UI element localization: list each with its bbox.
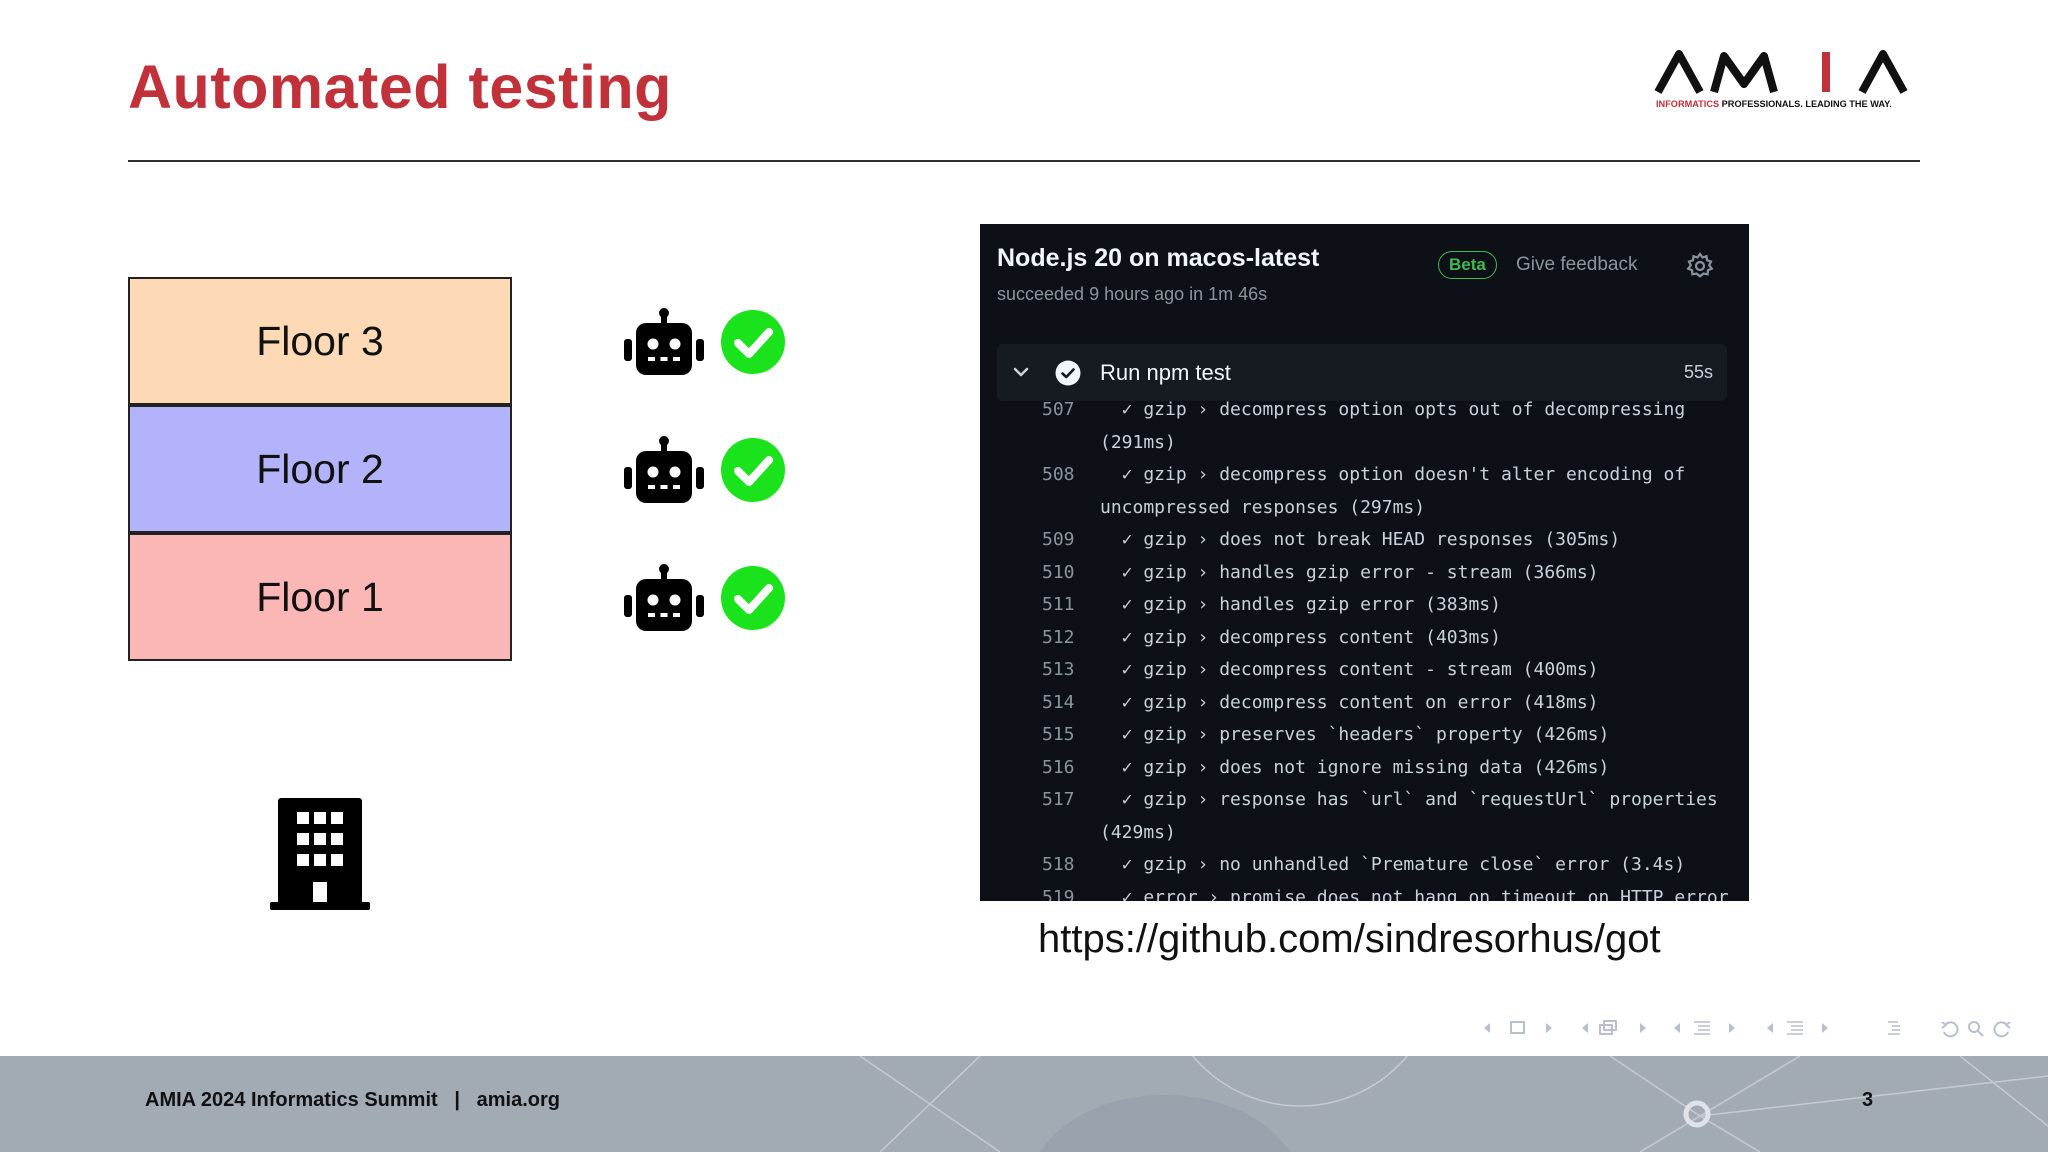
log-line: 513 ✓ gzip › decompress content - stream…: [980, 654, 1749, 687]
log-line-number: 509: [1042, 529, 1075, 550]
nav-back-icon[interactable]: [1941, 1021, 1959, 1038]
log-line: uncompressed responses (297ms): [980, 492, 1749, 525]
ci-job-status: succeeded 9 hours ago in 1m 46s: [997, 284, 1268, 304]
log-line: 517 ✓ gzip › response has `url` and `req…: [980, 784, 1749, 817]
title-divider: [128, 160, 1920, 162]
log-line-number: 517: [1042, 789, 1075, 810]
step-duration: 55s: [1683, 362, 1713, 382]
amia-wordmark: [1654, 50, 1908, 94]
log-line: 515 ✓ gzip › preserves `headers` propert…: [980, 719, 1749, 752]
log-line-number: 507: [1042, 399, 1075, 420]
floor-3-label: Floor 3: [256, 317, 384, 364]
slide-footer: AMIA 2024 Informatics Summit | amia.org …: [0, 1056, 2048, 1152]
gear-icon[interactable]: [1686, 252, 1714, 280]
ci-job-title: Node.js 20 on macos-latest: [997, 244, 1320, 272]
floor-2-label: Floor 2: [256, 445, 384, 492]
page-number: 3: [1862, 1089, 1874, 1111]
robot-icon: [624, 436, 704, 503]
beta-badge: Beta: [1438, 251, 1497, 279]
log-line-text: ✓ gzip › handles gzip error - stream (36…: [1100, 561, 1599, 583]
footer-decoration: [859, 1056, 2048, 1152]
log-line-number: 515: [1042, 724, 1075, 745]
log-line-text: ✓ gzip › preserves `headers` property (4…: [1100, 724, 1610, 745]
chevron-down-icon[interactable]: [1011, 362, 1031, 382]
beamer-navigation-bar: [1484, 1020, 2011, 1038]
log-line: 519 ✓ error › promise does not hang on t…: [980, 882, 1749, 902]
log-line-number: 512: [1042, 626, 1075, 648]
robot-icon: [624, 564, 704, 631]
building-icon: [270, 798, 370, 910]
log-line-number: 508: [1042, 464, 1075, 485]
log-line: (291ms): [980, 427, 1749, 460]
repo-url: https://github.com/sindresorhus/got: [1038, 917, 1661, 961]
log-line: 516 ✓ gzip › does not ignore missing dat…: [980, 752, 1749, 785]
log-line: 511 ✓ gzip › handles gzip error (383ms): [980, 589, 1749, 622]
nav-section-icon[interactable]: [1674, 1021, 1735, 1035]
log-line-text: ✓ gzip › handles gzip error (383ms): [1100, 594, 1501, 615]
footer-summit-text: AMIA 2024 Informatics Summit | amia.org: [145, 1089, 560, 1111]
step-success-icon: [1055, 360, 1081, 386]
step-run-npm-test[interactable]: Run npm test 55s: [997, 344, 1727, 401]
log-line: 514 ✓ gzip › decompress content on error…: [980, 687, 1749, 720]
log-line: 512 ✓ gzip › decompress content (403ms): [980, 622, 1749, 655]
log-line-text: ✓ gzip › decompress option doesn't alter…: [1100, 464, 1686, 485]
nav-search-icon[interactable]: [1968, 1021, 1984, 1037]
log-line-number: 519: [1042, 886, 1075, 902]
give-feedback-link[interactable]: Give feedback: [1516, 254, 1638, 275]
log-line-number: 510: [1042, 561, 1075, 583]
log-line-text: ✓ gzip › no unhandled `Premature close` …: [1100, 854, 1686, 875]
log-line-text: (291ms): [1100, 431, 1176, 453]
log-line-text: ✓ gzip › response has `url` and `request…: [1100, 789, 1718, 810]
logo-tagline-highlight: INFORMATICS: [1656, 99, 1720, 109]
log-line-number: 514: [1042, 691, 1075, 713]
log-line-number: 511: [1042, 594, 1075, 615]
nav-subsection-icon[interactable]: [1582, 1020, 1646, 1035]
floor-2-box: Floor 2: [128, 405, 512, 533]
nav-frame-icon[interactable]: [1484, 1021, 1552, 1034]
ci-log-panel: Node.js 20 on macos-latest succeeded 9 h…: [980, 224, 1749, 901]
log-line-number: 516: [1042, 756, 1075, 778]
nav-forward-icon[interactable]: [1993, 1021, 2011, 1038]
log-line-text: ✓ gzip › decompress option opts out of d…: [1100, 399, 1686, 420]
check-circle-icon: [721, 310, 785, 374]
log-line-text: ✓ gzip › decompress content on error (41…: [1100, 691, 1599, 713]
check-circle-icon: [721, 566, 785, 630]
step-label: Run npm test: [1100, 360, 1231, 385]
log-line-text: ✓ gzip › does not ignore missing data (4…: [1100, 756, 1610, 778]
log-line-text: uncompressed responses (297ms): [1100, 496, 1426, 518]
log-line-text: ✓ gzip › decompress content - stream (40…: [1100, 659, 1599, 680]
floor-3-box: Floor 3: [128, 277, 512, 405]
log-line: (429ms): [980, 817, 1749, 850]
log-line: 509 ✓ gzip › does not break HEAD respons…: [980, 524, 1749, 557]
log-line: 507 ✓ gzip › decompress option opts out …: [980, 394, 1749, 427]
nav-document-icon[interactable]: [1767, 1021, 1828, 1035]
log-line-number: 513: [1042, 659, 1075, 680]
log-line-text: ✓ gzip › does not break HEAD responses (…: [1100, 529, 1621, 550]
log-line: 518 ✓ gzip › no unhandled `Premature clo…: [980, 849, 1749, 882]
floor-1-label: Floor 1: [256, 573, 384, 620]
floor-1-box: Floor 1: [128, 533, 512, 661]
log-line-text: ✓ gzip › decompress content (403ms): [1100, 626, 1501, 648]
logo-tagline-rest: PROFESSIONALS. LEADING THE WAY.: [1719, 99, 1892, 109]
slide-title: Automated testing: [128, 53, 672, 121]
nav-appendix-icon[interactable]: [1888, 1021, 1900, 1035]
log-line-text: ✓ error › promise does not hang on timeo…: [1100, 886, 1729, 902]
check-circle-icon: [721, 438, 785, 502]
robot-icon: [624, 308, 704, 375]
log-line: 508 ✓ gzip › decompress option doesn't a…: [980, 459, 1749, 492]
log-line-number: 518: [1042, 854, 1075, 875]
log-line: 510 ✓ gzip › handles gzip error - stream…: [980, 557, 1749, 590]
amia-logo: INFORMATICS PROFESSIONALS. LEADING THE W…: [1652, 46, 1910, 116]
log-line-text: (429ms): [1100, 821, 1176, 843]
log-output: 507 ✓ gzip › decompress option opts out …: [980, 394, 1749, 901]
